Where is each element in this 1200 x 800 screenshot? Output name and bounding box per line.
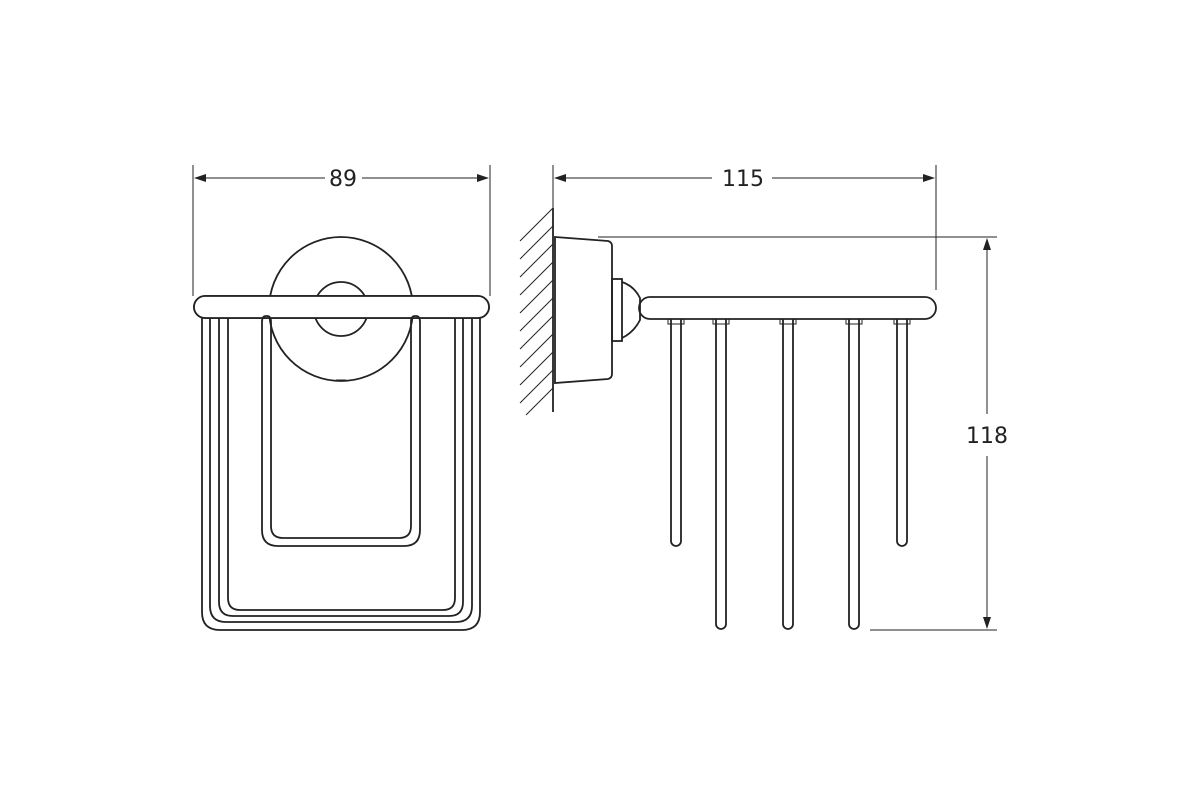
- wall-flange: [554, 236, 613, 384]
- width-dimension-label: 89: [329, 167, 357, 192]
- depth-dimension: 115: [552, 165, 937, 290]
- side-view: 115 118: [519, 165, 1008, 631]
- height-dimension: 118: [598, 236, 1008, 631]
- inner-holder-frame: [261, 322, 421, 547]
- width-dimension: 89: [192, 165, 491, 296]
- wall-section: [519, 207, 554, 416]
- depth-dimension-label: 115: [722, 167, 764, 192]
- height-dimension-label: 118: [966, 424, 1008, 449]
- front-view: 89: [192, 165, 491, 631]
- outer-basket-wire: [201, 318, 481, 631]
- mount-block: [611, 278, 623, 342]
- arm-rail: [638, 296, 937, 320]
- arm-neck: [621, 281, 641, 339]
- side-wires: [667, 318, 911, 630]
